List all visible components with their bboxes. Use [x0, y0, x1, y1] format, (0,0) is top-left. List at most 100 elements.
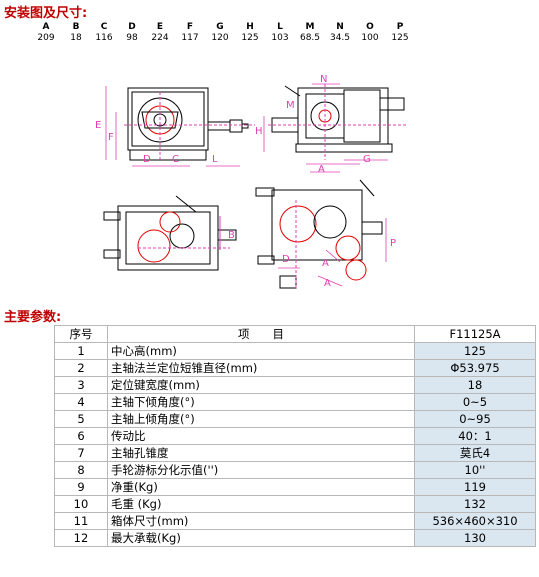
dim-label: D [282, 254, 290, 265]
dim-label: L [212, 154, 218, 165]
dim-label: D [143, 154, 151, 165]
drawing-bottom-right-dims [278, 218, 387, 287]
row-no: 8 [54, 461, 108, 479]
row-item: 箱体尺寸(mm) [107, 512, 415, 530]
row-item: 传动比 [107, 427, 415, 445]
drawing-bottom-left-labels: B [228, 230, 235, 241]
lever [175, 195, 197, 213]
dim-letter: P [396, 22, 404, 32]
table-header-row: 序号 项 目 F11125A [54, 325, 536, 343]
params-heading: 主要参数: [4, 310, 62, 325]
row-value: 0~95 [414, 410, 536, 428]
lever [284, 85, 301, 97]
row-item: 主轴下倾角度(°) [107, 393, 415, 411]
side-shaft [257, 255, 275, 265]
base-plate [295, 143, 393, 153]
dim-label: E [95, 120, 101, 131]
gear [313, 205, 347, 239]
dim-label: B [228, 230, 235, 241]
base-plate [129, 149, 207, 161]
drawing-top-right-labels: H A M G N [255, 74, 371, 175]
dim-value: 120 [211, 33, 229, 43]
row-value: 莫氏4 [414, 444, 536, 462]
row-no: 1 [54, 342, 108, 360]
drawing-top-left-labels: E F D C L [95, 120, 218, 165]
row-value: 10'' [414, 461, 536, 479]
header-item: 项 目 [107, 325, 415, 343]
dim-letter: D [128, 22, 136, 32]
shaft-end [241, 123, 249, 129]
row-item: 毛重 (Kg) [107, 495, 415, 513]
row-item: 主轴上倾角度(°) [107, 410, 415, 428]
row-no: 6 [54, 427, 108, 445]
dim-value: 18 [70, 33, 82, 43]
row-item: 主轴法兰定位短锥直径(mm) [107, 359, 415, 377]
dim-value: 34.5 [329, 33, 351, 43]
dim-label: G [363, 154, 371, 165]
dim-line-A [317, 275, 343, 287]
dim-letter: A [42, 22, 50, 32]
row-value: 119 [414, 478, 536, 496]
dim-line-A [325, 249, 341, 263]
row-no: 9 [54, 478, 108, 496]
row-item: 净重(Kg) [107, 478, 415, 496]
gear [169, 223, 195, 249]
dim-value: 224 [151, 33, 169, 43]
dim-letter: M [305, 22, 315, 32]
dim-value: 116 [95, 33, 113, 43]
dim-value: 117 [181, 33, 199, 43]
dim-label: N [320, 74, 327, 85]
dim-letter: O [366, 22, 374, 32]
body-outline [271, 189, 363, 261]
shaft [217, 229, 237, 241]
dim-letter: E [156, 22, 164, 32]
drawing-top-left [124, 87, 255, 161]
dim-label: M [286, 100, 295, 111]
drawing-bottom-left [103, 195, 237, 271]
dim-value: 68.5 [299, 33, 321, 43]
dim-letter: G [216, 22, 224, 32]
dim-value: 209 [37, 33, 55, 43]
dim-value: 125 [241, 33, 259, 43]
shaft [207, 121, 231, 131]
drawing-bottom-right [255, 179, 383, 290]
dim-letter: N [336, 22, 344, 32]
row-item: 主轴孔锥度 [107, 444, 415, 462]
row-item: 中心高(mm) [107, 342, 415, 360]
gear [159, 211, 181, 233]
row-value: 125 [414, 342, 536, 360]
dim-letter: F [186, 22, 194, 32]
row-item: 手轮游标分化示值('') [107, 461, 415, 479]
row-value: 536×460×310 [414, 512, 536, 530]
worm-wheel [279, 205, 317, 243]
drawing-top-left-dims [105, 86, 240, 167]
dim-value: 98 [126, 33, 138, 43]
side-shaft [255, 187, 275, 197]
body-inner [131, 91, 205, 147]
shaft [379, 97, 405, 111]
install-heading: 安装图及尺寸: [4, 6, 88, 21]
dim-letter: C [100, 22, 108, 32]
drawing-top-right [268, 84, 408, 160]
row-no: 10 [54, 495, 108, 513]
side-shaft [103, 249, 121, 259]
dim-letter: H [246, 22, 254, 32]
side-shaft [103, 211, 121, 221]
dim-label: H [255, 126, 263, 137]
dim-label: A [324, 278, 331, 289]
row-item: 最大承载(Kg) [107, 529, 415, 547]
